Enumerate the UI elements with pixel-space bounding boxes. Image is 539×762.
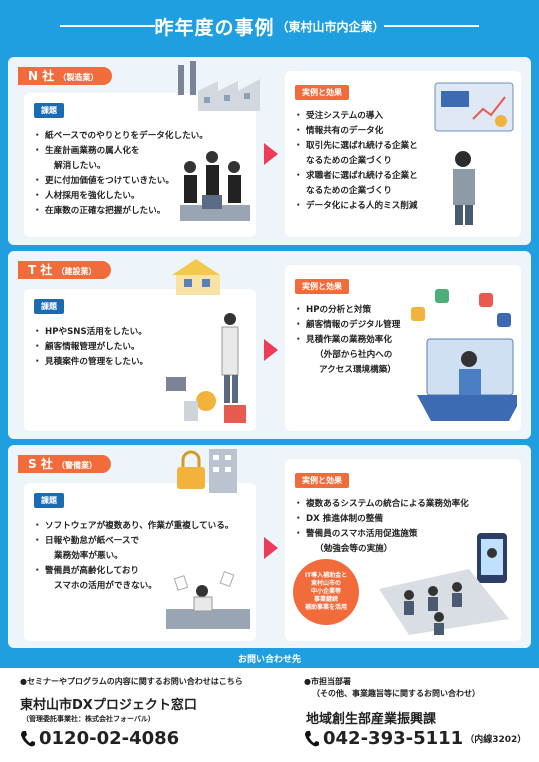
title-line-right <box>384 25 479 27</box>
contact-right-name: 地域創生部産業振興課 <box>306 712 437 727</box>
result-list: 複数あるシステムの統合による業務効率化 DX 推進体制の整備 警備員のスマホ活用… <box>294 497 469 557</box>
list-item: 受注システムの導入 <box>294 109 418 124</box>
meeting-people-illustration <box>180 151 250 221</box>
bubble-line: 事業継続 <box>313 596 338 603</box>
list-item: 顧客情報管理がしたい。 <box>33 340 148 355</box>
phone-extension: （内線3202） <box>465 735 527 745</box>
house-illustration <box>172 259 220 295</box>
case-s-company: S 社 （警備業） 課題 ソフトウェアが複数あり、作業が重複している。 日報や勤… <box>8 445 531 648</box>
seminar-illustration <box>379 533 509 635</box>
list-item: 情報共有のデータ化 <box>294 124 418 139</box>
list-item: HPの分析と対策 <box>294 303 400 318</box>
bubble-line: 中小企業等 <box>310 588 341 595</box>
result-list: HPの分析と対策 顧客情報のデジタル管理 見積作業の業務効率化 （外部から社内へ… <box>294 303 400 378</box>
paperwork-desk-illustration <box>166 571 250 629</box>
list-item: 見積案件の管理をしたい。 <box>33 355 148 370</box>
company-label: N 社 （製造業） <box>18 67 113 85</box>
phone-icon <box>305 730 319 746</box>
contact-right-note1: ●市担当部署 <box>304 677 351 686</box>
contact-right-phone[interactable]: 042-393-5111 （内線3202） <box>304 728 526 749</box>
contact-left-phone[interactable]: 0120-02-4086 <box>20 728 179 749</box>
result-card: 実例と効果 受注システムの導入 情報共有のデータ化 取引先に選ばれ続ける企業と … <box>285 71 521 237</box>
list-item: なるための企業づくり <box>306 156 392 166</box>
contact-left-sub: （管理委託事業社：株式会社フォーバル） <box>22 715 155 723</box>
flow-arrow <box>264 143 278 165</box>
list-item: なるための企業づくり <box>306 186 392 196</box>
case-n-company: N 社 （製造業） 課題 紙ベースでのやりとりをデータ化したい。 生産計画業務の… <box>8 57 531 245</box>
list-item: 生産計画業務の属人化を <box>33 144 208 159</box>
dashboard-worker-illustration <box>434 82 514 225</box>
issue-tag: 課題 <box>34 299 64 314</box>
list-item: （勉強会等の実施） <box>315 544 393 554</box>
construction-tools-illustration <box>166 313 246 423</box>
list-item: アクセス環境構築） <box>319 365 396 375</box>
list-item: 在庫数の正確な把握がしたい。 <box>33 204 208 219</box>
list-item: スマホの活用ができない。 <box>54 581 157 591</box>
contact-section: お問い合わせ先 ●セミナーやプログラムの内容に関するお問い合わせはこちら 東村山… <box>0 652 539 762</box>
issue-list: HPやSNS活用をしたい。 顧客情報管理がしたい。 見積案件の管理をしたい。 <box>33 325 148 370</box>
result-tag: 実例と効果 <box>295 473 349 488</box>
list-item: 警備員が高齢化しており <box>33 564 233 579</box>
list-item: データ化による人的ミス削減 <box>294 199 418 214</box>
issue-card: 課題 HPやSNS活用をしたい。 顧客情報管理がしたい。 見積案件の管理をしたい… <box>24 289 256 431</box>
issue-card: 課題 ソフトウェアが複数あり、作業が重複している。 日報や勤怠が紙ベースで 業務… <box>24 483 256 641</box>
subsidy-bubble: IT導入補助金と 東村山市の 中小企業等 事業継続 補助事業を活用 <box>293 559 359 625</box>
issue-list: 紙ベースでのやりとりをデータ化したい。 生産計画業務の属人化を 解消したい。 更… <box>33 129 208 219</box>
security-lock-illustration <box>177 449 237 493</box>
bubble-line: 東村山市の <box>310 580 341 587</box>
company-label: T 社 （建設業） <box>18 261 111 279</box>
result-card: 実例と効果 HPの分析と対策 顧客情報のデジタル管理 見積作業の業務効率化 （外… <box>285 265 521 431</box>
issue-list: ソフトウェアが複数あり、作業が重複している。 日報や勤怠が紙ベースで 業務効率が… <box>33 519 233 594</box>
flow-arrow <box>264 537 278 559</box>
list-item: 解消したい。 <box>54 161 106 171</box>
list-item: 業務効率が悪い。 <box>54 551 123 561</box>
phone-icon <box>21 730 35 746</box>
company-label: S 社 （警備業） <box>18 455 112 473</box>
phone-number: 042-393-5111 <box>323 728 464 749</box>
flow-arrow <box>264 339 278 361</box>
list-item: 求職者に選ばれ続ける企業と <box>294 169 418 184</box>
list-item: ソフトウェアが複数あり、作業が重複している。 <box>33 519 233 534</box>
list-item: 警備員のスマホ活用促進施策 <box>294 527 469 542</box>
issue-tag: 課題 <box>34 103 64 118</box>
list-item: 日報や勤怠が紙ベースで <box>33 534 233 549</box>
result-tag: 実例と効果 <box>295 85 349 100</box>
title-line-left <box>60 25 155 27</box>
page-header: 昨年度の事例 （東村山市内企業） <box>0 0 539 52</box>
list-item: 複数あるシステムの統合による業務効率化 <box>294 497 469 512</box>
list-item: 人材採用を強化したい。 <box>33 189 208 204</box>
bubble-line: IT導入補助金と <box>304 572 348 579</box>
list-item: 顧客情報のデジタル管理 <box>294 318 400 333</box>
factory-illustration <box>178 61 260 111</box>
result-tag: 実例と効果 <box>295 279 349 294</box>
laptop-presenter-illustration <box>411 289 517 421</box>
list-item: HPやSNS活用をしたい。 <box>33 325 148 340</box>
contact-left-name: 東村山市DXプロジェクト窓口 <box>20 698 197 713</box>
list-item: （外部から社内への <box>315 350 393 360</box>
list-item: 更に付加価値をつけていきたい。 <box>33 174 208 189</box>
list-item: 紙ベースでのやりとりをデータ化したい。 <box>33 129 208 144</box>
case-t-company: T 社 （建設業） 課題 HPやSNS活用をしたい。 顧客情報管理がしたい。 見… <box>8 251 531 439</box>
phone-number: 0120-02-4086 <box>39 728 180 749</box>
contact-heading: お問い合わせ先 <box>0 652 539 668</box>
contact-left-note: ●セミナーやプログラムの内容に関するお問い合わせはこちら <box>20 677 243 686</box>
result-card: 実例と効果 複数あるシステムの統合による業務効率化 DX 推進体制の整備 警備員… <box>285 459 521 641</box>
bubble-line: 補助事業を活用 <box>304 604 347 611</box>
list-item: DX 推進体制の整備 <box>294 512 469 527</box>
issue-tag: 課題 <box>34 493 64 508</box>
list-item: 見積作業の業務効率化 <box>294 333 400 348</box>
contact-right-note2: （その他、事業趣旨等に関するお問い合わせ） <box>312 689 480 698</box>
result-list: 受注システムの導入 情報共有のデータ化 取引先に選ばれ続ける企業と なるための企… <box>294 109 418 214</box>
page-title: 昨年度の事例 <box>154 16 275 39</box>
issue-card: 課題 紙ベースでのやりとりをデータ化したい。 生産計画業務の属人化を 解消したい… <box>24 93 256 237</box>
list-item: 取引先に選ばれ続ける企業と <box>294 139 418 154</box>
page-subtitle: （東村山市内企業） <box>276 19 385 34</box>
